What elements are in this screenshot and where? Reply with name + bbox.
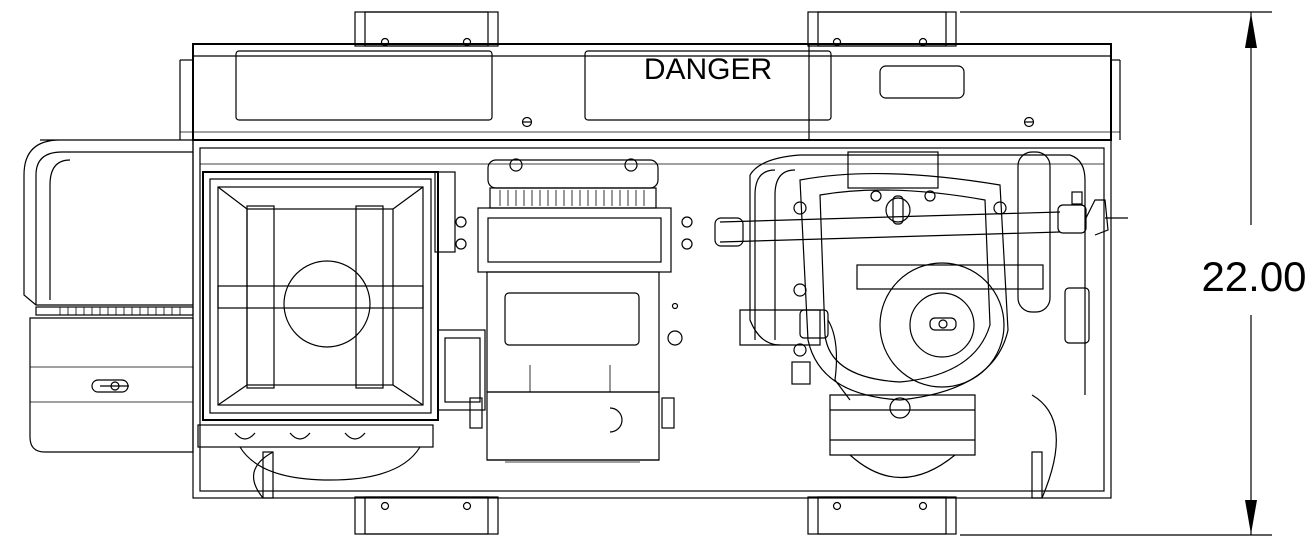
- dimension-annotation: 22.00: [960, 11, 1307, 536]
- label-plate-right: [879, 65, 965, 99]
- fuel-tank: [29, 317, 194, 453]
- engine-vent-grille: [35, 306, 194, 316]
- air-filter: [202, 171, 439, 421]
- right-pump-assembly: [714, 151, 1128, 479]
- pump-pipes: [739, 151, 1051, 346]
- engine: [23, 139, 486, 481]
- middle-pump: [455, 158, 693, 463]
- danger-label-plate: [584, 50, 832, 121]
- pump-motor-base: [829, 394, 976, 479]
- top-guard-panel: DANGER: [179, 43, 1121, 141]
- fuel-cap-icon: [91, 379, 129, 393]
- pump-main-body: [793, 173, 1009, 401]
- label-plate-left: [235, 50, 493, 121]
- pump-grille: [499, 190, 645, 206]
- danger-label: DANGER: [644, 53, 772, 86]
- engine-fins: [197, 424, 434, 481]
- pressure-hose: [714, 191, 1128, 247]
- pump-pulley: [879, 262, 1005, 388]
- mounting-brackets: [354, 11, 957, 535]
- dimension-value: 22.00: [1201, 253, 1306, 300]
